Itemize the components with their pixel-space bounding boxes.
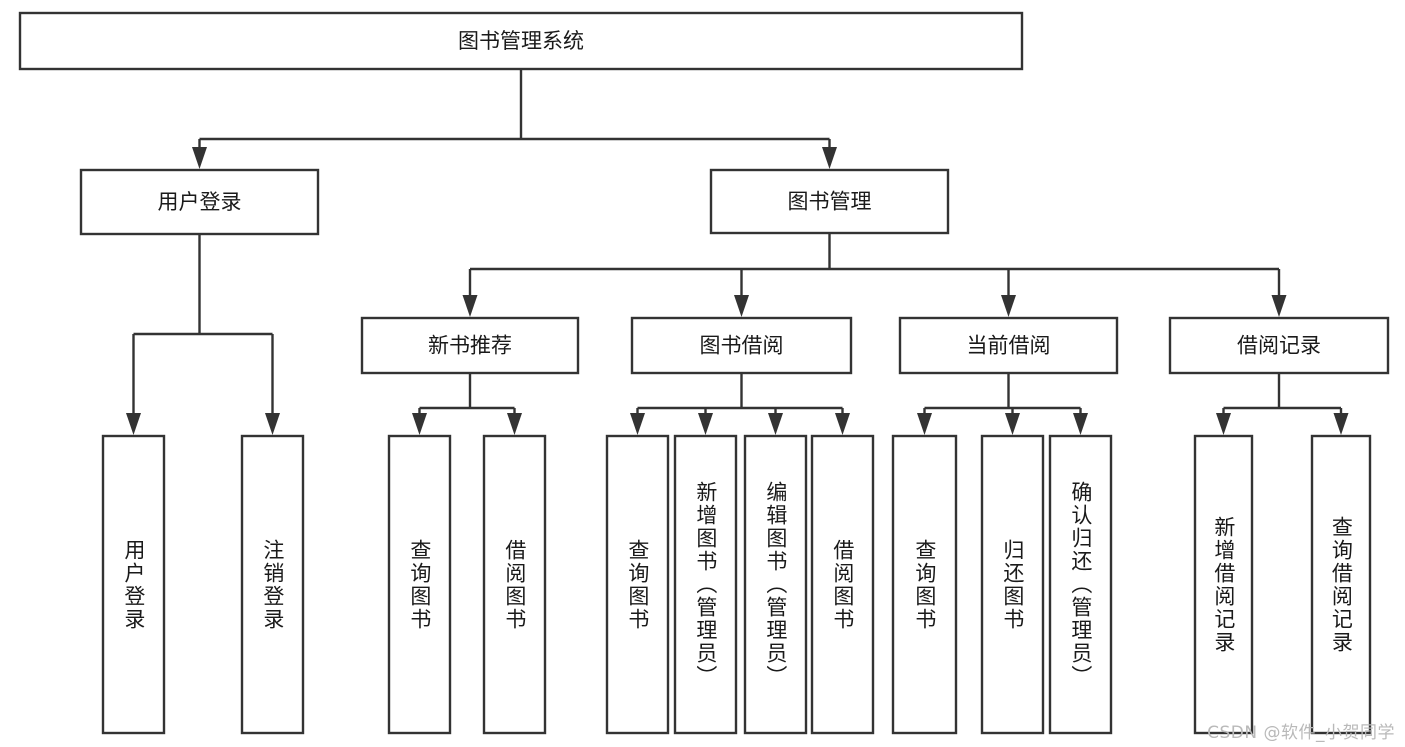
arrow-head-icon <box>768 413 783 435</box>
watermark-text: CSDN @软件_小贺同学 <box>1207 723 1395 743</box>
arrow-head-icon <box>462 295 478 317</box>
arrow-head-icon <box>126 413 141 435</box>
arrow-head-icon <box>917 413 932 435</box>
arrow-head-icon <box>1073 413 1088 435</box>
arrow-head-icon <box>1333 413 1349 435</box>
node-label: 图书管理系统 <box>458 29 584 53</box>
node-leaf-user-login[interactable] <box>101 434 166 735</box>
node-leaf-edit-book-admin[interactable] <box>743 434 808 735</box>
node-label: 当前借阅 <box>967 334 1051 358</box>
node-leaf-borrow-book-2[interactable] <box>810 434 875 735</box>
node-new-book-recommend[interactable]: 新书推荐 <box>360 316 580 375</box>
node-label: 用户登录 <box>158 190 242 214</box>
node-leaf-query-book-2[interactable] <box>605 434 670 735</box>
node-leaf-query-book-1[interactable] <box>387 434 452 735</box>
arrow-head-icon <box>1005 413 1020 435</box>
node-label: 借阅记录 <box>1237 334 1321 358</box>
node-borrow-record[interactable]: 借阅记录 <box>1168 316 1390 375</box>
connectors-layer <box>126 69 1349 435</box>
node-leaf-query-borrow-record[interactable] <box>1310 434 1372 735</box>
node-root-root[interactable]: 图书管理系统 <box>18 11 1024 71</box>
arrow-head-icon <box>822 147 837 169</box>
node-leaf-query-book-3[interactable] <box>891 434 958 735</box>
node-label: 图书管理 <box>788 190 872 214</box>
arrow-head-icon <box>698 413 713 435</box>
node-leaf-add-borrow-record[interactable] <box>1193 434 1254 735</box>
node-leaf-borrow-book-1[interactable] <box>482 434 547 735</box>
node-book-borrow[interactable]: 图书借阅 <box>630 316 853 375</box>
node-book-manage[interactable]: 图书管理 <box>709 168 950 235</box>
node-leaf-return-book[interactable] <box>980 434 1045 735</box>
node-label: 新书推荐 <box>428 334 512 358</box>
arrow-head-icon <box>412 413 427 435</box>
arrow-head-icon <box>1001 295 1016 317</box>
arrow-head-icon <box>192 147 207 169</box>
node-leaf-confirm-return[interactable] <box>1048 434 1113 735</box>
arrow-head-icon <box>265 413 280 435</box>
arrow-head-icon <box>507 413 522 435</box>
arrow-head-icon <box>734 295 749 317</box>
node-user-login[interactable]: 用户登录 <box>79 168 320 236</box>
arrow-head-icon <box>1216 413 1231 435</box>
arrow-head-icon <box>1271 295 1287 317</box>
arrow-head-icon <box>630 413 645 435</box>
node-label: 图书借阅 <box>700 334 784 358</box>
node-leaf-add-book-admin[interactable] <box>673 434 738 735</box>
node-leaf-logout-login[interactable] <box>240 434 305 735</box>
arrow-head-icon <box>835 413 850 435</box>
node-current-borrow[interactable]: 当前借阅 <box>898 316 1119 375</box>
